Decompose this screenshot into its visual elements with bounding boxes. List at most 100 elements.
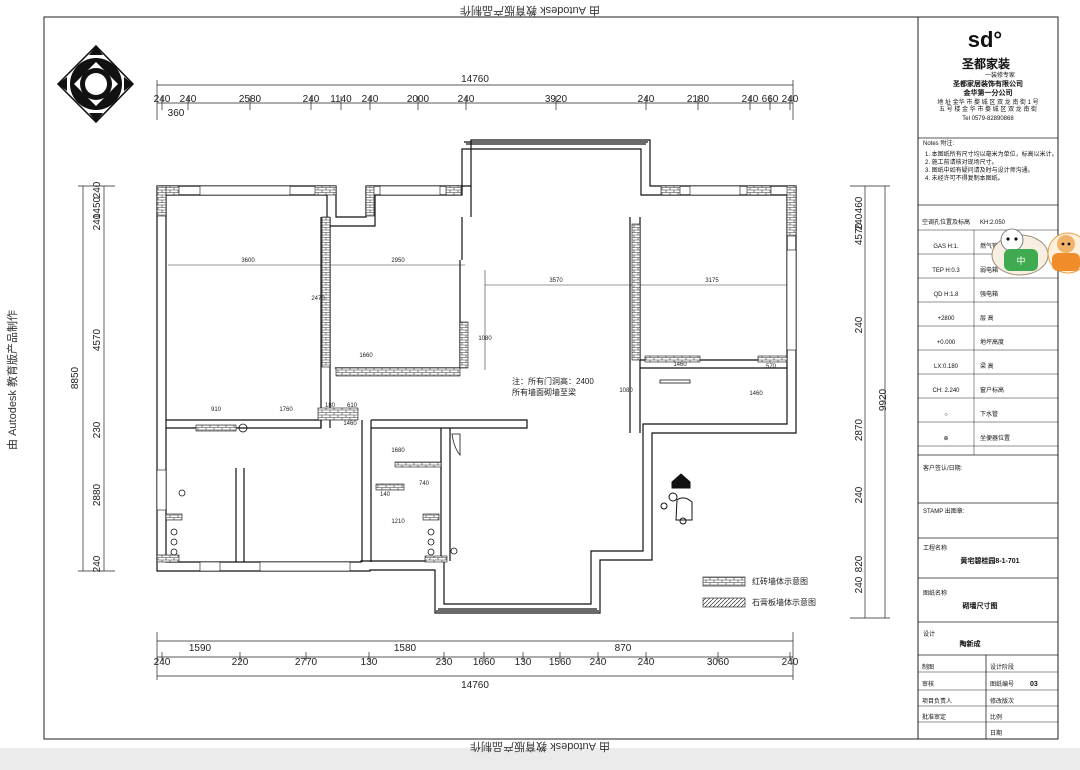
left-dim-label: 1450 [92, 196, 103, 219]
legend-desc: 窗户标高 [980, 386, 1004, 394]
legend-symbol: TEP H:0.3 [932, 268, 960, 274]
legend-symbol: +2800 [938, 316, 956, 322]
company-branch: 金华第一分公司 [963, 88, 1013, 97]
room-dim-label: 2470 [311, 296, 325, 302]
approver-label: 批准审定 [922, 713, 946, 721]
company-slogan: 一装修专家 [985, 71, 1015, 79]
room-dim-label: 1080 [478, 336, 492, 342]
right-dim-label: 4570 [854, 222, 865, 245]
design-phase-label: 设计阶段 [990, 663, 1014, 671]
room-dim-label: 1460 [343, 421, 357, 427]
bottom-dim-label: 130 [361, 657, 378, 668]
legend-desc: 下水管 [980, 410, 998, 418]
left-dim-label: 230 [92, 421, 103, 438]
bottom-dim-label: 240 [590, 657, 607, 668]
room-dim-label: 1460 [749, 391, 763, 397]
company-address2: 五 号 楼 金 华 市 婺 城 区 双 龙 南 街 [939, 105, 1037, 113]
title-block: sd° 圣都家装 一装修专家 圣都家居装饰有限公司 金华第一分公司 地 址 金华… [918, 27, 1058, 739]
company-full: 圣都家居装饰有限公司 [952, 79, 1023, 88]
legend-symbol: CH: 2.240 [932, 388, 960, 394]
check-label: 制图 [922, 663, 934, 671]
top-dimensions [156, 80, 794, 120]
room-dim-label: 3175 [705, 278, 719, 284]
legend-symbol: QD H:1.8 [933, 292, 959, 298]
left-dim-label: 2880 [92, 483, 103, 506]
legend-symbol: ○ [944, 412, 948, 418]
client-sign-label: 客户签认/日期: [923, 464, 963, 472]
drawing-name: 砌墙尺寸图 [962, 601, 998, 610]
left-total-dim: 8850 [70, 366, 81, 389]
bottom-dim-label: 130 [515, 657, 532, 668]
right-dim-label: 2870 [854, 418, 865, 441]
interior-dim-lines [168, 264, 790, 370]
bottom-dim-label: 3060 [707, 657, 730, 668]
bottom-band [0, 748, 1080, 765]
room-dim-label: 1080 [619, 388, 633, 394]
notes-title: Notes 附注: [923, 139, 954, 147]
drawing-no: 03 [1030, 681, 1038, 688]
drawing-no-label: 图纸编号 [990, 680, 1014, 688]
note-line: 4. 未经许可不得复制本图纸。 [925, 174, 1004, 182]
room-dim-label: 1660 [359, 353, 373, 359]
note-line: 2. 施工前请核对现场尺寸。 [925, 158, 998, 166]
right-dim-label: 240 [854, 316, 865, 333]
bottom-dim-label: 1560 [549, 657, 572, 668]
gypsum-legend-label: 石膏板墙体示意图 [752, 597, 816, 607]
project-name: 黄宅碧桂园8-1-701 [960, 556, 1019, 565]
legend-desc: 弱电箱 [980, 266, 998, 274]
compass-icon [56, 44, 135, 124]
person-icon [660, 473, 693, 525]
room-dim-label: 180 [325, 403, 336, 409]
cat-sticker-icon: 中 [991, 228, 1049, 276]
drawing-label: 图纸名称 [923, 589, 947, 597]
right-dim-label: 240 [854, 576, 865, 593]
bottom-dim-label: 2770 [295, 657, 318, 668]
bottom-total-dim: 14760 [461, 680, 489, 691]
bottom-dim-label: 1580 [394, 643, 417, 654]
legend-desc: 层 高 [980, 314, 994, 322]
stamp-label: STAMP 出图章: [923, 507, 965, 515]
wall-beam-note: 所有墙面砌墙至梁 [512, 387, 576, 397]
room-dim-label: 3600 [241, 258, 255, 264]
right-dim-label: 820 [854, 555, 865, 572]
project-label: 工程名称 [923, 544, 947, 552]
legend-desc: KH:2.050 [980, 220, 1006, 226]
scale-label: 比例 [990, 713, 1002, 721]
legend-symbol: 空调孔位置及标高 [922, 218, 970, 226]
legend-desc: 强电箱 [980, 290, 998, 298]
watermark-left: 由 Autodesk 教育版产品制作 [5, 310, 19, 450]
note-line: 3. 图纸中如有疑问请及时与设计师沟通。 [925, 166, 1034, 174]
left-dim-label: 240 [92, 555, 103, 572]
right-dim-label: 460 [854, 196, 865, 213]
bottom-dim-label: 230 [436, 657, 453, 668]
project-manager-label: 项目负责人 [922, 697, 952, 705]
watermark-top: 由 Autodesk 教育版产品制作 [460, 4, 600, 18]
right-dim-label: 240 [854, 486, 865, 503]
room-dim-label: 610 [347, 403, 358, 409]
room-dim-label: 3570 [549, 278, 563, 284]
note-line: 1. 本图纸所有尺寸均以毫米为单位，标高以米计。 [925, 150, 1058, 158]
left-dim-label: 240 [92, 213, 103, 230]
bottom-dim-label: 1660 [473, 657, 496, 668]
room-dim-label: 740 [419, 481, 430, 487]
brick-legend-swatch [702, 576, 746, 587]
bottom-dim-label: 240 [782, 657, 799, 668]
legend-symbol: LX:0.180 [934, 364, 959, 370]
door-height-note: 注：所有门洞高：2400 [512, 376, 594, 386]
gypsum-legend-swatch [702, 597, 746, 608]
legend-desc: 地坪高度 [980, 338, 1004, 346]
brick-walls [156, 185, 797, 563]
bottom-dim-label: 220 [232, 657, 249, 668]
company-address: 地 址 金华 市 婺 城 区 双 龙 南 街 1 号 [937, 98, 1038, 106]
revision-label: 修改版次 [990, 697, 1014, 705]
room-dim-label: 910 [211, 407, 222, 413]
company-name: 圣都家装 [961, 56, 1010, 71]
left-dim-label: 240 [92, 181, 103, 198]
fixtures [170, 379, 691, 556]
room-dim-label: 1680 [391, 448, 405, 454]
